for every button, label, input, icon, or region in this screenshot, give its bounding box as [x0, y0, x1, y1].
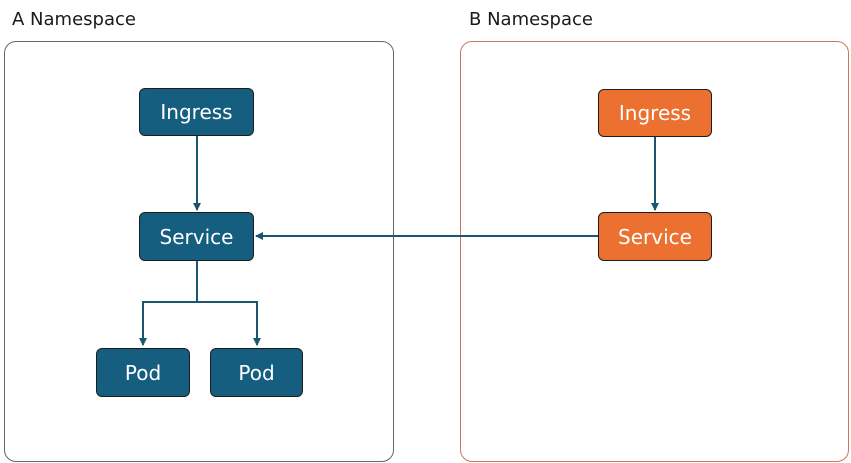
namespace-b-title: B Namespace: [469, 9, 593, 30]
edge-a-service-to-pod-2: [197, 301, 261, 346]
a-ingress-node[interactable]: Ingress: [139, 88, 254, 136]
edge-a-service-to-pods: [139, 261, 198, 346]
a-pod-node-1[interactable]: Pod: [96, 348, 190, 397]
b-service-node[interactable]: Service: [598, 212, 712, 261]
b-ingress-node[interactable]: Ingress: [598, 89, 712, 137]
a-service-node[interactable]: Service: [139, 212, 254, 261]
namespace-a-title: A Namespace: [12, 9, 136, 30]
a-pod-node-2[interactable]: Pod: [210, 348, 303, 397]
